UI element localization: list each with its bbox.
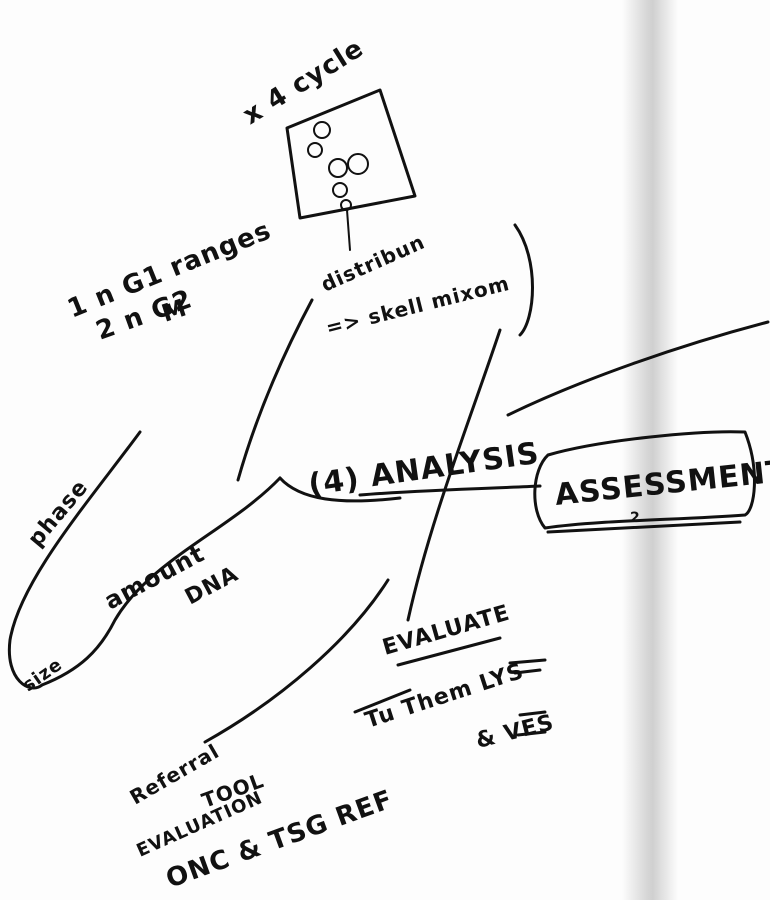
label-referral-4: ONC & TSG REF [162,785,397,895]
label-analysis: (4) ANALYSIS [306,436,541,503]
strike-ves-1 [518,710,547,717]
curve-right-of-mixture [513,223,534,337]
line-analysis-to-assessment [358,484,542,497]
curve-to-analysis [278,476,402,503]
underline-evaluate [396,636,502,667]
curve-left-of-distribution [236,298,314,482]
label-cycle: x 4 cycle [238,33,369,131]
label-distribution: distribun [317,229,428,296]
line-assessment-to-top-right [506,320,770,417]
line-mixture-to-evaluate [406,328,502,622]
line-phase [7,430,142,690]
underline-assessment [546,520,742,534]
label-size: size [19,654,67,696]
strike-ves-2 [516,730,547,737]
curve-amount [40,476,282,687]
strike-lys-1 [508,658,547,665]
line-to-referral [203,578,390,744]
cell-cycle-box [285,88,417,251]
assessment-box [533,430,756,530]
line-them [353,688,412,714]
label-vs: & VES [473,710,556,754]
strike-lys-2 [513,668,542,675]
paper-fold-shadow [622,0,678,900]
label-assessment-mark: 2 [630,510,641,526]
